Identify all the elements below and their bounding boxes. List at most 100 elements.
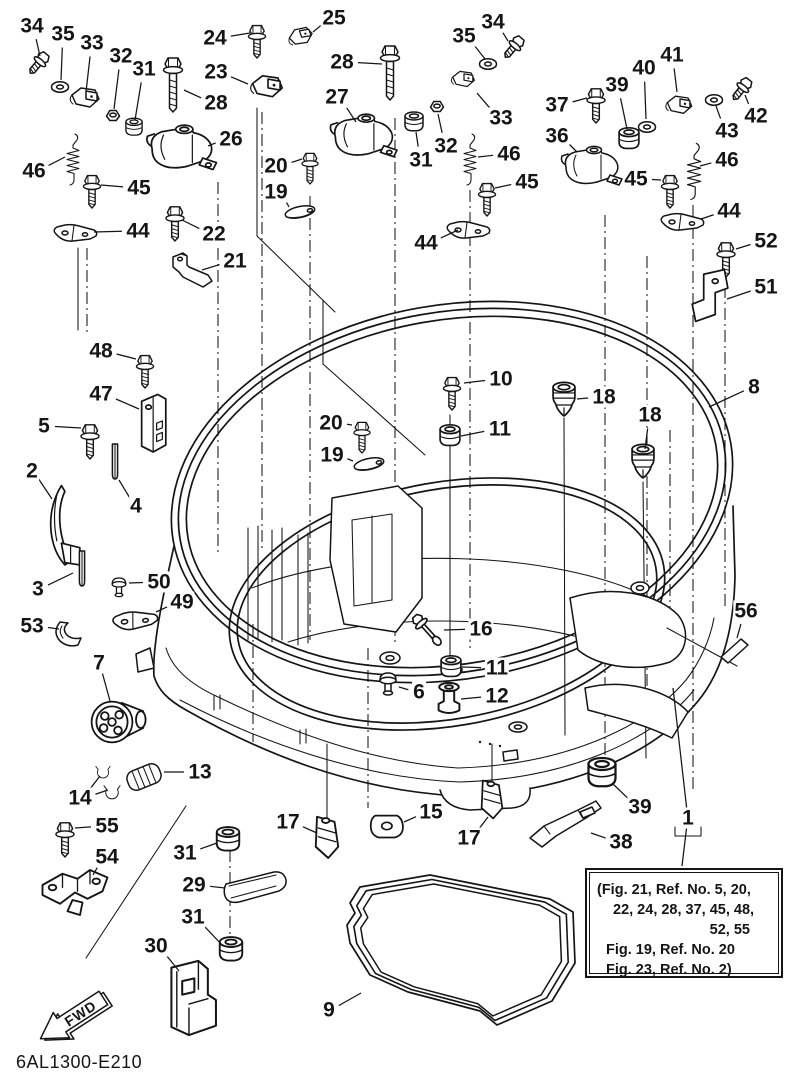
callout-19: 19 bbox=[263, 180, 289, 204]
callout-14: 14 bbox=[67, 786, 93, 810]
callout-40: 40 bbox=[631, 56, 657, 80]
leader-line bbox=[443, 628, 466, 631]
leader-line bbox=[181, 219, 200, 230]
callout-53: 53 bbox=[19, 614, 45, 638]
part-washer-icon bbox=[637, 121, 657, 134]
leader-line bbox=[37, 478, 53, 500]
part-bolt-icon bbox=[247, 24, 267, 59]
leader-line bbox=[60, 47, 63, 81]
callout-16: 16 bbox=[468, 617, 494, 641]
part-grommet-icon bbox=[440, 654, 462, 678]
part-bracket-flat-icon bbox=[53, 223, 98, 242]
callout-17: 17 bbox=[456, 826, 482, 850]
leader-line bbox=[460, 696, 482, 700]
leader-line bbox=[715, 105, 722, 119]
callout-10: 10 bbox=[488, 367, 514, 391]
callout-32: 32 bbox=[433, 134, 459, 158]
callout-48: 48 bbox=[88, 339, 114, 363]
leader-line bbox=[681, 827, 688, 867]
part-bolt-small-icon bbox=[499, 32, 528, 63]
leader-line bbox=[699, 162, 712, 167]
callout-20: 20 bbox=[263, 154, 289, 178]
part-bolt-icon bbox=[55, 822, 75, 858]
leader-line bbox=[118, 479, 131, 499]
part-ring-icon bbox=[95, 765, 111, 779]
leader-line bbox=[134, 82, 142, 121]
callout-45: 45 bbox=[514, 170, 540, 194]
part-latch-lever-icon bbox=[529, 800, 602, 848]
part-spring-icon bbox=[66, 133, 80, 186]
callout-24: 24 bbox=[202, 26, 228, 50]
leader-line bbox=[207, 142, 216, 147]
callout-11: 11 bbox=[484, 656, 510, 680]
part-clamp-icon bbox=[249, 74, 284, 98]
part-nut-icon bbox=[429, 100, 445, 113]
callout-39: 39 bbox=[604, 73, 630, 97]
part-bracket-l-icon bbox=[172, 252, 213, 288]
part-nipple-icon bbox=[631, 443, 655, 479]
callout-26: 26 bbox=[218, 127, 244, 151]
callout-12: 12 bbox=[484, 684, 510, 708]
callout-37: 37 bbox=[544, 93, 570, 117]
leader-line bbox=[477, 154, 494, 158]
leader-line bbox=[346, 107, 357, 123]
leader-line bbox=[672, 687, 688, 809]
part-spring-icon bbox=[463, 133, 477, 186]
part-clamp-icon bbox=[285, 23, 316, 49]
callout-31: 31 bbox=[408, 148, 434, 172]
leader-line bbox=[95, 789, 109, 795]
leader-line bbox=[644, 81, 647, 120]
callout-27: 27 bbox=[324, 85, 350, 109]
leader-line bbox=[100, 184, 124, 188]
part-bolt-icon bbox=[353, 421, 371, 454]
part-ring-icon bbox=[103, 785, 121, 800]
ref-note-box: (Fig. 21, Ref. No. 5, 20, 22, 24, 28, 37… bbox=[585, 868, 783, 978]
callout-6: 6 bbox=[412, 680, 426, 704]
callout-5: 5 bbox=[37, 414, 51, 438]
part-clamp-icon bbox=[450, 70, 475, 88]
part-wedge-icon bbox=[480, 779, 504, 820]
part-bracket-tall-icon bbox=[140, 393, 167, 453]
callout-44: 44 bbox=[413, 231, 439, 255]
part-grommet-icon bbox=[125, 117, 143, 136]
callout-45: 45 bbox=[623, 167, 649, 191]
part-bolt-small-icon bbox=[24, 48, 53, 79]
leader-line bbox=[708, 390, 745, 408]
callout-35: 35 bbox=[451, 24, 477, 48]
part-grip-icon bbox=[123, 760, 165, 794]
part-bolt-small-icon bbox=[727, 74, 756, 105]
callout-35: 35 bbox=[50, 22, 76, 46]
part-spring-icon bbox=[686, 142, 702, 201]
callout-51: 51 bbox=[753, 275, 779, 299]
callout-28: 28 bbox=[203, 91, 229, 115]
note-line: Fig. 19, Ref. No. 20 bbox=[606, 942, 735, 958]
part-bracket-z-icon bbox=[691, 268, 729, 323]
leader-line bbox=[54, 425, 82, 429]
leader-line bbox=[415, 131, 419, 147]
callout-15: 15 bbox=[418, 800, 444, 824]
leader-line bbox=[201, 263, 220, 271]
callout-13: 13 bbox=[187, 760, 213, 784]
leader-line bbox=[463, 379, 486, 384]
leader-line bbox=[440, 229, 459, 239]
part-grommet-icon bbox=[215, 826, 241, 852]
leader-line bbox=[285, 201, 290, 208]
callout-55: 55 bbox=[94, 814, 120, 838]
callout-17: 17 bbox=[275, 810, 301, 834]
part-plug-icon bbox=[111, 577, 127, 598]
leader-line bbox=[230, 32, 251, 37]
leader-line bbox=[183, 89, 202, 99]
callout-38: 38 bbox=[608, 830, 634, 854]
callout-21: 21 bbox=[222, 249, 248, 273]
leader-line bbox=[736, 623, 742, 639]
callout-43: 43 bbox=[714, 119, 740, 143]
leader-line bbox=[502, 32, 509, 42]
leader-line bbox=[47, 572, 74, 586]
callout-41: 41 bbox=[659, 43, 685, 67]
callout-22: 22 bbox=[201, 222, 227, 246]
leader-line bbox=[92, 867, 98, 876]
callout-44: 44 bbox=[125, 219, 151, 243]
callout-3: 3 bbox=[31, 577, 45, 601]
callout-7: 7 bbox=[92, 651, 106, 675]
note-line: 52, 55 bbox=[709, 922, 750, 938]
